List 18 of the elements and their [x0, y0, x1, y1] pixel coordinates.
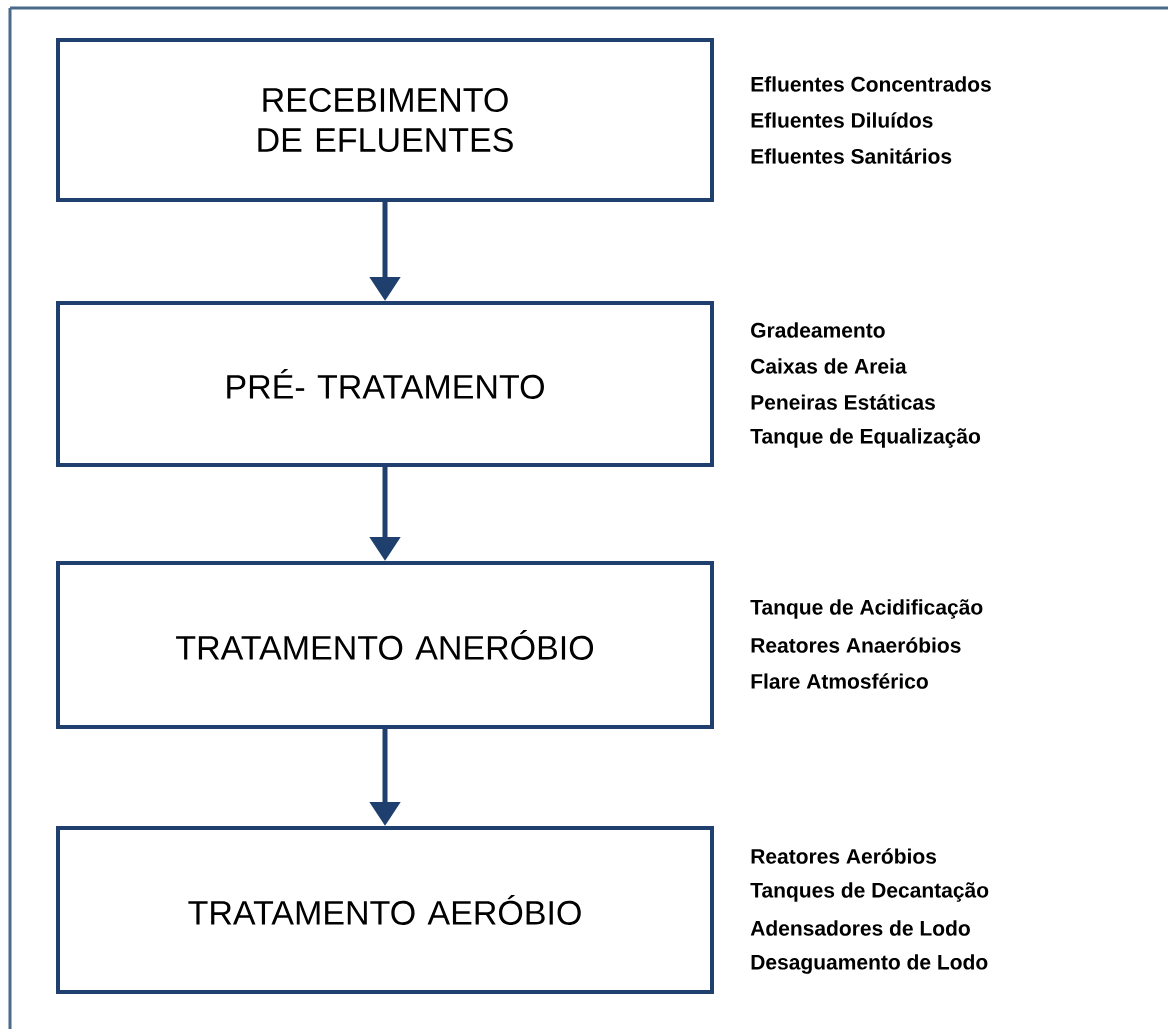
process-box: TRATAMENTO ANERÓBIO [56, 561, 714, 729]
list-item: Adensadores de Lodo [750, 920, 970, 936]
list-item: Efluentes Sanitários [751, 148, 952, 164]
process-box: TRATAMENTO AERÓBIO [56, 826, 714, 994]
list-item: Efluentes Concentrados [751, 76, 991, 92]
list-item: Caixas de Areia [751, 358, 907, 374]
list-item: Gradeamento [751, 322, 885, 338]
list-item: Tanques de Decantação [750, 882, 989, 902]
process-box: PRÉ- TRATAMENTO [56, 301, 714, 467]
list-item: Tanque de Acidificação [750, 599, 983, 619]
list-item: Tanque de Equalização [750, 428, 981, 448]
list-item: Peneiras Estáticas [751, 394, 935, 410]
list-item: Reatores Aeróbios [751, 848, 937, 864]
process-box: RECEBIMENTO DE EFLUENTES [56, 38, 714, 202]
list-item: Efluentes Diluídos [751, 112, 933, 128]
list-item: Flare Atmosférico [751, 673, 928, 689]
list-item: Reatores Anaeróbios [751, 637, 961, 653]
list-item: Desaguamento de Lodo [751, 954, 988, 974]
